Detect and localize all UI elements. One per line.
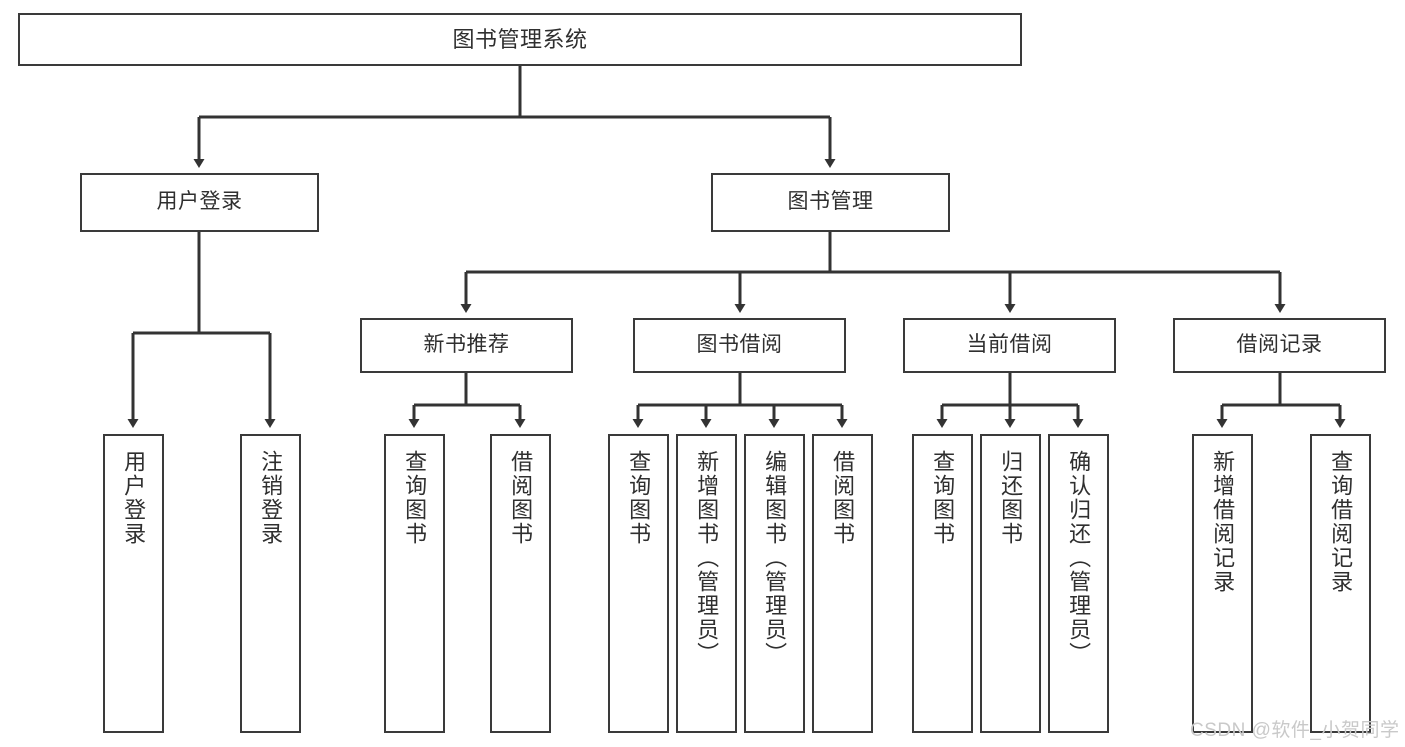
- node-label: 查询图书: [402, 450, 428, 546]
- leaf-borrow-book-1[interactable]: 借阅图书: [490, 434, 551, 733]
- node-borrow-record[interactable]: 借阅记录: [1173, 318, 1386, 373]
- leaf-add-record[interactable]: 新增借阅记录: [1192, 434, 1253, 733]
- node-book-management[interactable]: 图书管理: [711, 173, 950, 232]
- node-label: 查询图书: [626, 450, 652, 546]
- node-label: 新书推荐: [423, 333, 510, 357]
- leaf-query-book-2[interactable]: 查询图书: [608, 434, 669, 733]
- node-label: 注销登录: [258, 450, 284, 546]
- node-label: 用户登录: [121, 450, 147, 546]
- node-label: 借阅图书: [508, 450, 534, 546]
- leaf-borrow-book-2[interactable]: 借阅图书: [812, 434, 873, 733]
- leaf-query-record[interactable]: 查询借阅记录: [1310, 434, 1371, 733]
- leaf-add-book[interactable]: 新增图书（管理员）: [676, 434, 737, 733]
- node-label: 当前借阅: [966, 333, 1053, 357]
- node-label: 查询图书: [930, 450, 956, 546]
- node-current-borrow[interactable]: 当前借阅: [903, 318, 1116, 373]
- leaf-query-book-1[interactable]: 查询图书: [384, 434, 445, 733]
- node-new-book-recommend[interactable]: 新书推荐: [360, 318, 573, 373]
- leaf-return-book[interactable]: 归还图书: [980, 434, 1041, 733]
- node-label: 借阅图书: [830, 450, 856, 546]
- leaf-user-logout[interactable]: 注销登录: [240, 434, 301, 733]
- node-label: 图书管理系统: [452, 26, 588, 52]
- node-root-system[interactable]: 图书管理系统: [18, 13, 1022, 66]
- leaf-user-login[interactable]: 用户登录: [103, 434, 164, 733]
- node-book-borrow[interactable]: 图书借阅: [633, 318, 846, 373]
- node-label: 新增借阅记录: [1210, 450, 1236, 594]
- node-label: 归还图书: [998, 450, 1024, 546]
- leaf-edit-book[interactable]: 编辑图书（管理员）: [744, 434, 805, 733]
- csdn-watermark: CSDN @软件_小贺同学: [1190, 720, 1400, 741]
- leaf-confirm-return[interactable]: 确认归还（管理员）: [1048, 434, 1109, 733]
- node-label: 查询借阅记录: [1328, 450, 1354, 594]
- node-user-login[interactable]: 用户登录: [80, 173, 319, 232]
- leaf-query-book-3[interactable]: 查询图书: [912, 434, 973, 733]
- node-label: 借阅记录: [1236, 333, 1323, 357]
- node-label: 确认归还（管理员）: [1066, 450, 1092, 666]
- node-label: 编辑图书（管理员）: [762, 450, 788, 666]
- node-label: 图书管理: [787, 190, 874, 214]
- node-label: 新增图书（管理员）: [694, 450, 720, 666]
- node-label: 图书借阅: [696, 333, 783, 357]
- node-label: 用户登录: [156, 190, 243, 214]
